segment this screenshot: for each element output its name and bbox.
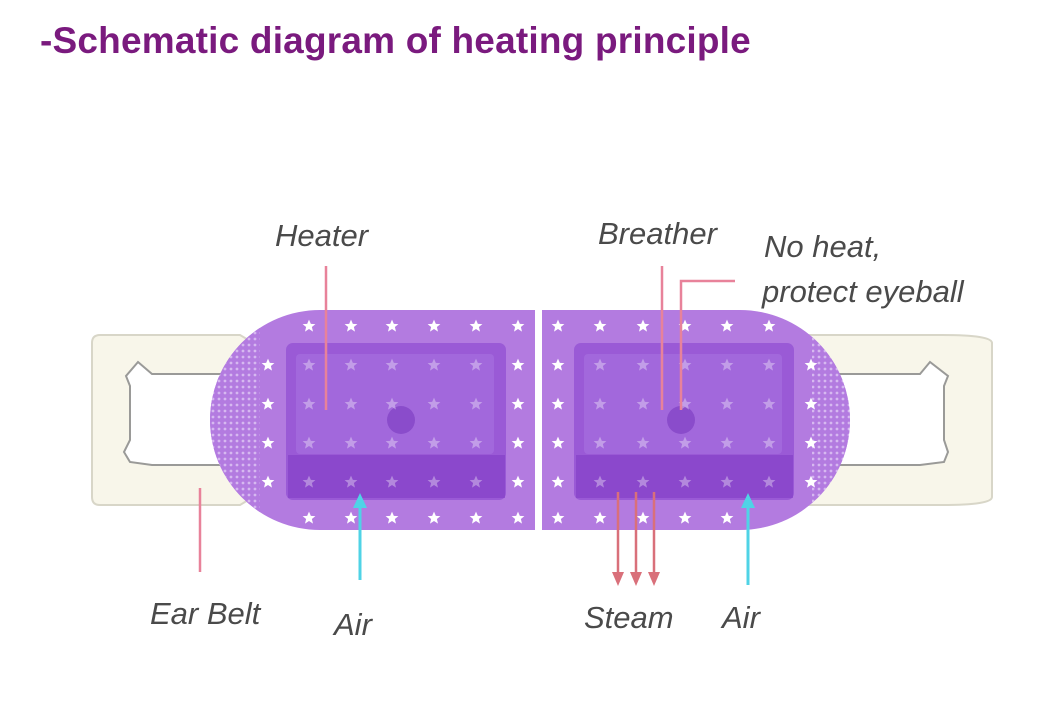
no-heat-label-line2: protect eyeball xyxy=(761,274,965,309)
steam-label: Steam xyxy=(584,600,674,635)
ear-belt-label: Ear Belt xyxy=(150,596,262,631)
air-left-label: Air xyxy=(332,607,374,642)
no-heat-label-line1: No heat, xyxy=(764,229,881,264)
breather-label: Breather xyxy=(598,216,719,251)
heater-label: Heater xyxy=(275,218,370,253)
breather-center xyxy=(667,406,695,434)
air-right-label: Air xyxy=(720,600,762,635)
air-arrow-left xyxy=(353,493,367,580)
no-heat-pointer-line xyxy=(679,279,735,410)
steam-arrows xyxy=(612,492,660,586)
page-title: -Schematic diagram of heating principle xyxy=(40,20,751,61)
heater-center xyxy=(387,406,415,434)
air-arrow-right xyxy=(741,493,755,585)
mask-right-half xyxy=(542,310,850,530)
mask-left-half xyxy=(210,310,535,530)
